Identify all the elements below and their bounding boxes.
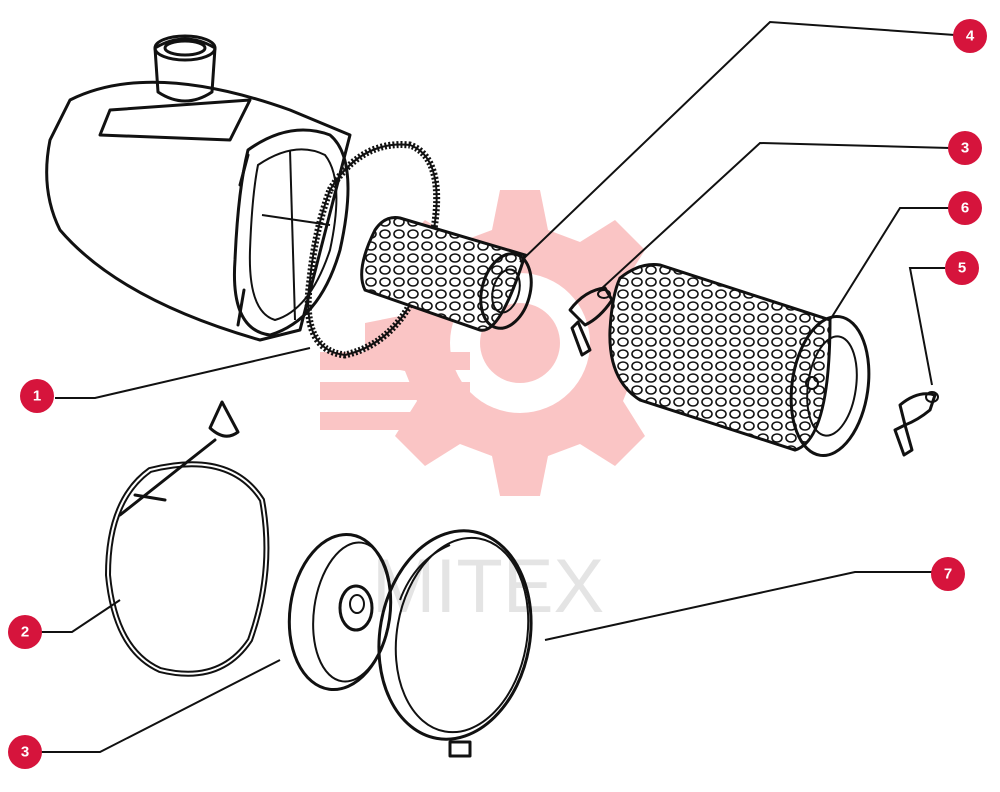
air-filter-housing-icon — [45, 34, 352, 342]
callout-4: 4 — [953, 19, 987, 53]
callout-3-top: 3 — [948, 131, 982, 165]
callout-7: 7 — [931, 557, 965, 591]
svg-text:6: 6 — [961, 200, 969, 217]
inner-safety-filter-icon — [360, 216, 533, 332]
callout-1: 1 — [20, 379, 54, 413]
leader-lines — [40, 20, 956, 753]
svg-text:3: 3 — [961, 140, 969, 157]
callout-6: 6 — [948, 191, 982, 225]
callout-5: 5 — [945, 251, 979, 285]
end-cover-icon — [377, 529, 533, 758]
svg-text:5: 5 — [958, 260, 966, 277]
wing-nut-icon — [893, 391, 939, 457]
clamp-band-icon — [104, 400, 270, 677]
svg-text:1: 1 — [33, 388, 41, 405]
svg-text:4: 4 — [966, 28, 975, 45]
callout-3-bottom: 3 — [8, 735, 42, 769]
svg-text:7: 7 — [944, 566, 952, 583]
svg-text:2: 2 — [21, 624, 29, 641]
seal-ring-icon — [304, 141, 441, 359]
callout-2: 2 — [8, 615, 42, 649]
baffle-disc-icon — [287, 532, 393, 692]
main-filter-element-icon — [608, 263, 871, 458]
svg-text:3: 3 — [21, 744, 29, 761]
